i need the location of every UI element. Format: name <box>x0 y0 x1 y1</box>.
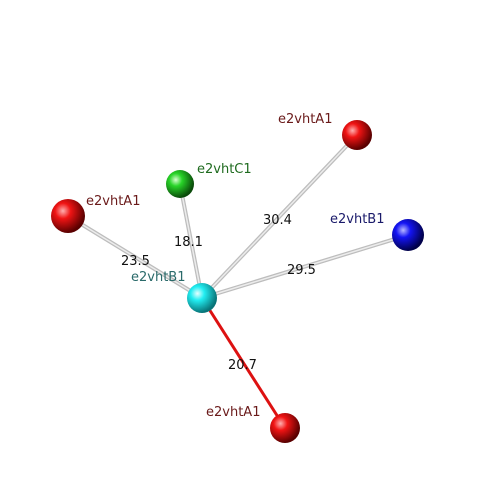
node-label-a1-top: e2vhtA1 <box>278 112 332 127</box>
edge-center-a1-left-core <box>67 215 203 299</box>
node-b1-right-sphere[interactable] <box>392 219 424 251</box>
node-label-c1: e2vhtC1 <box>197 162 252 177</box>
edge-label-center-a1-bottom: 20.7 <box>228 358 257 373</box>
node-label-center: e2vhtB1 <box>131 270 186 285</box>
edge-label-center-a1-left: 23.5 <box>121 254 150 269</box>
node-a1-left-sphere[interactable] <box>51 199 85 233</box>
edges <box>66 133 409 429</box>
edge-center-a1-top-core <box>201 134 358 299</box>
node-center-sphere[interactable] <box>187 283 217 313</box>
nodes <box>51 120 424 443</box>
edge-labels: 18.1 30.4 23.5 29.5 20.7 <box>121 213 316 373</box>
edge-label-center-a1-top: 30.4 <box>263 213 292 228</box>
node-a1-top-sphere[interactable] <box>342 120 372 150</box>
edge-label-center-b1-right: 29.5 <box>287 263 316 278</box>
edge-label-center-c1: 18.1 <box>174 235 203 250</box>
node-c1-sphere[interactable] <box>166 170 194 198</box>
edge-center-b1-right-core <box>201 234 409 299</box>
edge-center-c1-core <box>179 183 203 299</box>
node-label-a1-bottom: e2vhtA1 <box>206 405 260 420</box>
node-labels: e2vhtB1 e2vhtC1 e2vhtA1 e2vhtA1 e2vhtB1 … <box>86 112 385 420</box>
node-label-a1-left: e2vhtA1 <box>86 194 140 209</box>
node-a1-bottom-sphere[interactable] <box>270 413 300 443</box>
node-label-b1-right: e2vhtB1 <box>330 212 385 227</box>
edge-center-a1-bottom <box>200 297 287 429</box>
